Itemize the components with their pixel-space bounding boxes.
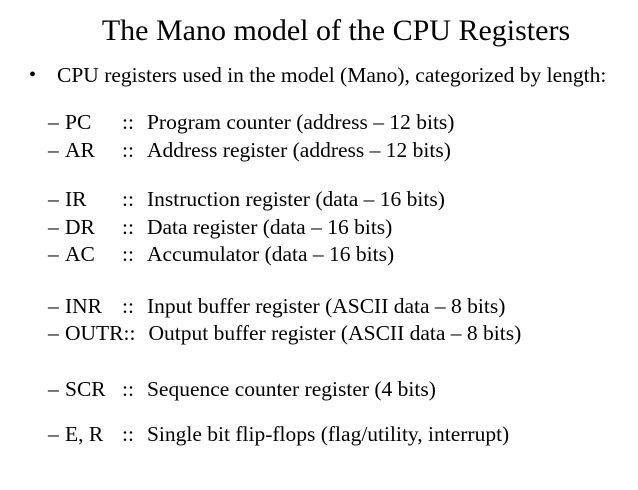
register-name: IR bbox=[65, 187, 87, 211]
separator: :: bbox=[122, 422, 134, 446]
bullet-text: CPU registers used in the model (Mano), … bbox=[57, 63, 607, 87]
register-name: AR bbox=[65, 137, 95, 162]
dash-icon: – bbox=[48, 137, 59, 162]
separator: :: bbox=[122, 242, 134, 266]
separator: :: bbox=[122, 214, 134, 239]
register-list: –PC::Program counter (address – 12 bits)… bbox=[0, 109, 638, 449]
dash-icon: – bbox=[48, 376, 59, 401]
register-description: Address register (address – 12 bits) bbox=[146, 137, 451, 162]
register-description: Single bit flip-flops (flag/utility, int… bbox=[146, 422, 510, 446]
register-item-e-r: –E, R::Single bit flip-flops (flag/utili… bbox=[48, 421, 638, 449]
separator: :: bbox=[122, 376, 134, 401]
register-group-address: –PC::Program counter (address – 12 bits)… bbox=[48, 109, 638, 164]
register-name: OUTR bbox=[65, 321, 124, 345]
separator: :: bbox=[122, 110, 134, 134]
register-name: DR bbox=[65, 214, 95, 239]
dash-icon: – bbox=[48, 214, 59, 239]
register-item-scr: –SCR::Sequence counter register (4 bits) bbox=[48, 376, 638, 404]
register-description: Data register (data – 16 bits) bbox=[146, 214, 393, 239]
register-item-ar: –AR::Address register (address – 12 bits… bbox=[48, 137, 638, 165]
dash-icon: – bbox=[48, 110, 59, 134]
bullet-line: • CPU registers used in the model (Mano)… bbox=[0, 60, 638, 90]
separator: :: bbox=[123, 321, 136, 345]
register-description: Output buffer register (ASCII data – 8 b… bbox=[148, 321, 522, 345]
register-description: Sequence counter register (4 bits) bbox=[146, 376, 436, 401]
slide: The Mano model of the CPU Registers • CP… bbox=[0, 12, 638, 490]
register-group-flipflops: –E, R::Single bit flip-flops (flag/utili… bbox=[48, 421, 638, 449]
register-description: Instruction register (data – 16 bits) bbox=[146, 187, 445, 211]
register-name: SCR bbox=[65, 376, 106, 401]
dash-icon: – bbox=[48, 187, 59, 211]
dash-icon: – bbox=[48, 293, 59, 318]
register-description: Input buffer register (ASCII data – 8 bi… bbox=[146, 293, 506, 318]
separator: :: bbox=[122, 187, 134, 211]
dash-icon: – bbox=[48, 422, 59, 446]
register-group-data: –IR::Instruction register (data – 16 bit… bbox=[48, 186, 638, 269]
separator: :: bbox=[122, 137, 134, 162]
dash-icon: – bbox=[48, 242, 59, 266]
register-item-ac: –AC::Accumulator (data – 16 bits) bbox=[48, 241, 638, 269]
register-item-inr: –INR::Input buffer register (ASCII data … bbox=[48, 293, 638, 321]
register-item-outr: –OUTR::Output buffer register (ASCII dat… bbox=[48, 320, 638, 348]
register-item-pc: –PC::Program counter (address – 12 bits) bbox=[48, 109, 638, 137]
register-item-dr: –DR::Data register (data – 16 bits) bbox=[48, 214, 638, 242]
register-group-io: –INR::Input buffer register (ASCII data … bbox=[48, 293, 638, 348]
register-name: INR bbox=[65, 293, 103, 318]
separator: :: bbox=[122, 293, 134, 318]
register-description: Accumulator (data – 16 bits) bbox=[146, 242, 395, 266]
register-description: Program counter (address – 12 bits) bbox=[146, 110, 455, 134]
dash-icon: – bbox=[48, 321, 59, 345]
slide-title: The Mano model of the CPU Registers bbox=[101, 14, 571, 47]
register-item-ir: –IR::Instruction register (data – 16 bit… bbox=[48, 186, 638, 214]
bullet-icon: • bbox=[29, 64, 37, 86]
register-name: AC bbox=[65, 242, 95, 266]
register-name: E, R bbox=[65, 422, 104, 446]
register-name: PC bbox=[65, 110, 92, 134]
register-group-sequence: –SCR::Sequence counter register (4 bits) bbox=[48, 376, 638, 404]
